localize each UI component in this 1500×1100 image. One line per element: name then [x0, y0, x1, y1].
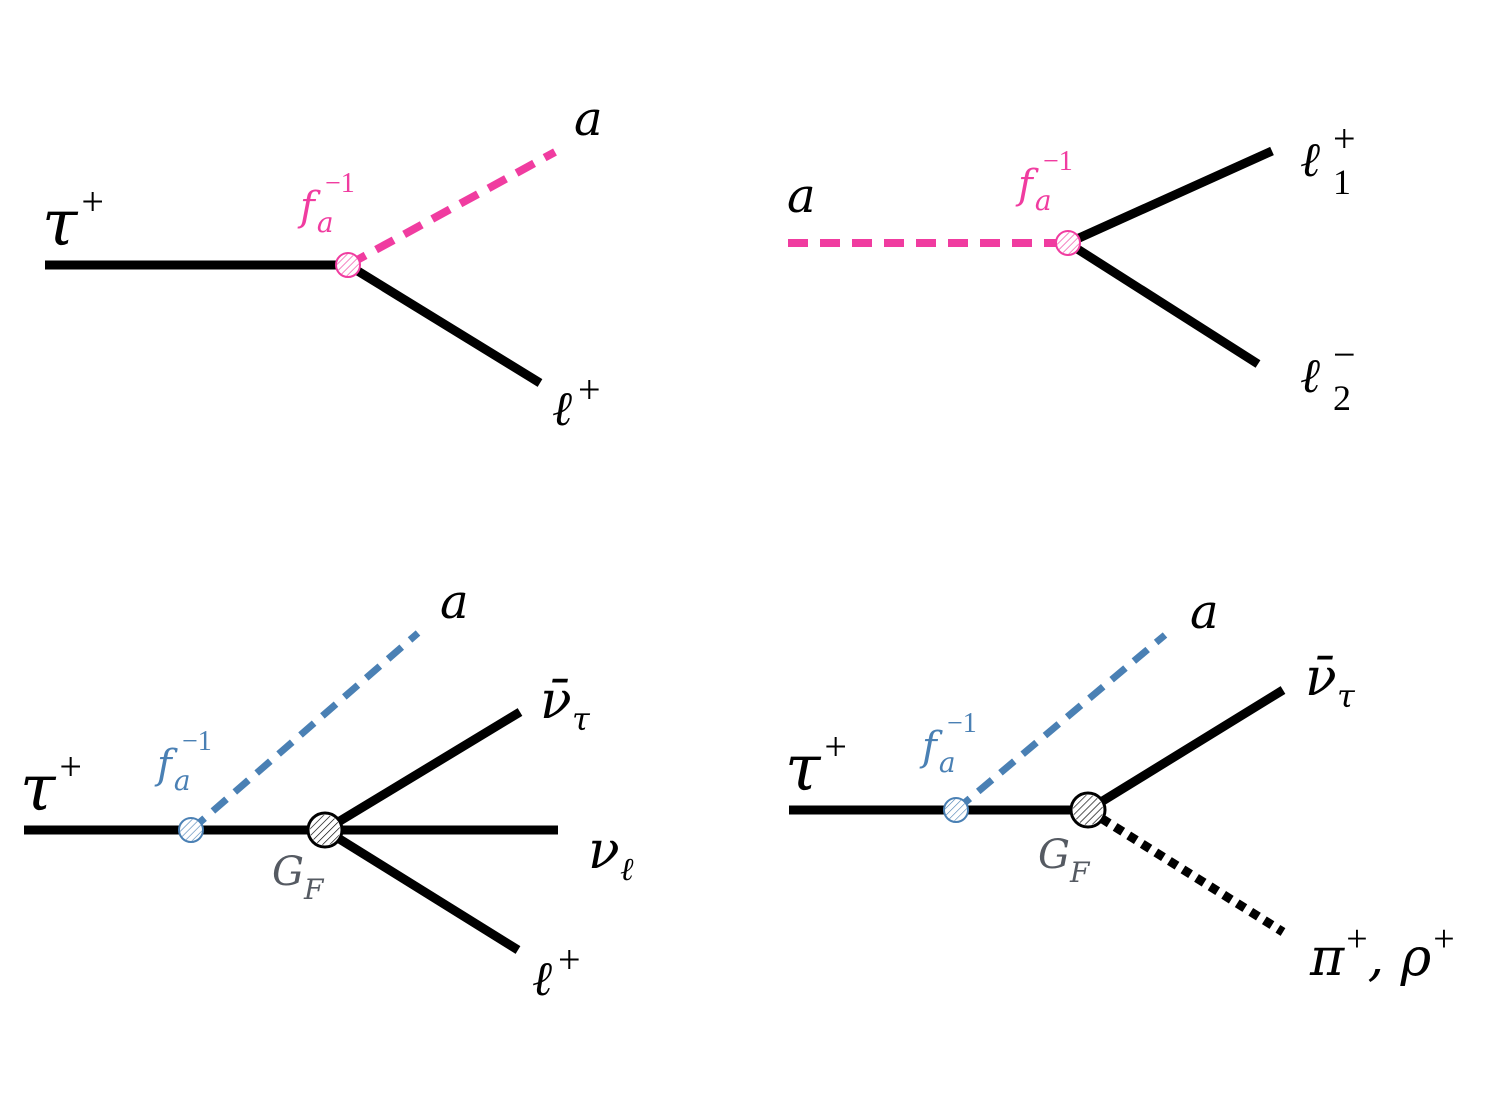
diagram-tau-to-lepton-axion: τ+ a fa −1 ℓ+: [42, 91, 603, 437]
coupling-label: fa −1: [1015, 146, 1073, 217]
coupling-label: fa −1: [919, 708, 977, 779]
fermi-vertex-hatch: [310, 815, 340, 845]
svg-text:−1: −1: [1043, 146, 1073, 177]
svg-text:τ: τ: [1337, 677, 1356, 715]
lepton-label: ℓ+: [552, 367, 601, 437]
lepton1-label: ℓ 1 +: [1300, 116, 1356, 202]
lepton2-label: ℓ 2 −: [1300, 332, 1356, 418]
coupling-label: fa −1: [297, 168, 355, 239]
meson-dotted-line: [1085, 806, 1286, 936]
svg-text:−1: −1: [182, 726, 212, 757]
fermi-coupling-label: GF: [1038, 832, 1091, 889]
svg-text:+: +: [1333, 116, 1356, 161]
tau-label: τ+: [42, 179, 104, 261]
tau-label: τ+: [785, 724, 847, 806]
lepton-label: ℓ+: [532, 937, 581, 1007]
lepton-line: [322, 826, 521, 954]
axion-label: a: [1190, 584, 1219, 640]
axion-vertex-hatch: [180, 819, 202, 841]
meson-label: π+, ρ+: [1309, 918, 1455, 988]
nu-lepton-label: ν ℓ: [588, 821, 634, 888]
coupling-label: fa −1: [154, 726, 212, 797]
svg-text:τ: τ: [572, 700, 591, 738]
axion-label: a: [574, 91, 603, 147]
svg-text:ν: ν: [588, 821, 620, 881]
axion-vertex-hatch: [1057, 232, 1079, 254]
svg-text:ν̄: ν̄: [540, 671, 572, 731]
axion-label: a: [787, 168, 816, 224]
svg-text:1: 1: [1333, 162, 1351, 202]
tau-label: τ+: [20, 744, 82, 826]
axion-vertex-hatch: [945, 799, 967, 821]
diagram-tau-leptonic-decay: τ+ a fa −1 ν̄ τ ν ℓ ℓ+ GF: [20, 574, 634, 1007]
nubar-line: [1085, 686, 1286, 814]
svg-text:GF: GF: [272, 849, 325, 906]
svg-text:2: 2: [1333, 378, 1351, 418]
diagram-tau-hadronic-decay: τ+ a fa −1 ν̄ τ GF π+, ρ+: [785, 584, 1455, 988]
nubar-tau-label: ν̄ τ: [540, 671, 591, 738]
lepton1-line: [1066, 146, 1274, 248]
svg-text:GF: GF: [1038, 832, 1091, 889]
axion-dashed-line: [346, 148, 557, 269]
nubar-tau-label: ν̄ τ: [1305, 648, 1356, 715]
lepton2-line: [1065, 239, 1261, 368]
svg-text:−: −: [1333, 332, 1356, 377]
diagram-axion-to-leptons: a fa −1 ℓ 1 + ℓ 2 −: [787, 116, 1356, 418]
lepton-line: [345, 261, 543, 387]
fermi-coupling-label: GF: [272, 849, 325, 906]
axion-vertex-hatch: [337, 254, 359, 276]
axion-label: a: [440, 574, 469, 630]
svg-text:ν̄: ν̄: [1305, 648, 1337, 708]
svg-text:−1: −1: [325, 168, 355, 199]
svg-text:ℓ: ℓ: [620, 850, 634, 888]
axion-dashed-line: [953, 632, 1168, 813]
axion-dashed-line: [188, 630, 421, 833]
nubar-line: [322, 708, 523, 834]
fermi-vertex-hatch: [1073, 795, 1103, 825]
svg-text:−1: −1: [947, 708, 977, 739]
svg-text:ℓ: ℓ: [1300, 132, 1320, 188]
svg-text:ℓ: ℓ: [1300, 348, 1320, 404]
